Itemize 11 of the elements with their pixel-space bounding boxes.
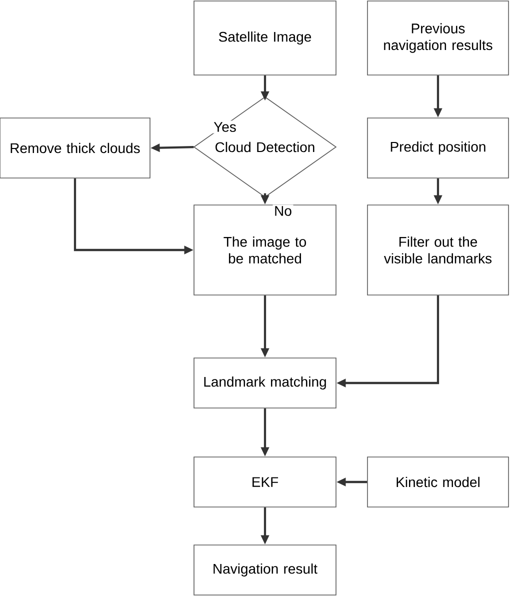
process-box: Remove thick clouds: [0, 118, 150, 178]
process-box: Landmark matching: [194, 358, 336, 408]
edge-label: Yes: [212, 120, 238, 134]
process-box: Filter out the visible landmarks: [367, 204, 509, 296]
process-box: EKF: [194, 456, 336, 508]
process-box: Navigation result: [194, 544, 336, 596]
process-box: Predict position: [367, 118, 509, 178]
process-box: Satellite Image: [194, 0, 336, 76]
process-box: Previous navigation results: [367, 0, 509, 76]
edge-label: No: [272, 204, 294, 218]
process-box: Kinetic model: [367, 456, 509, 508]
